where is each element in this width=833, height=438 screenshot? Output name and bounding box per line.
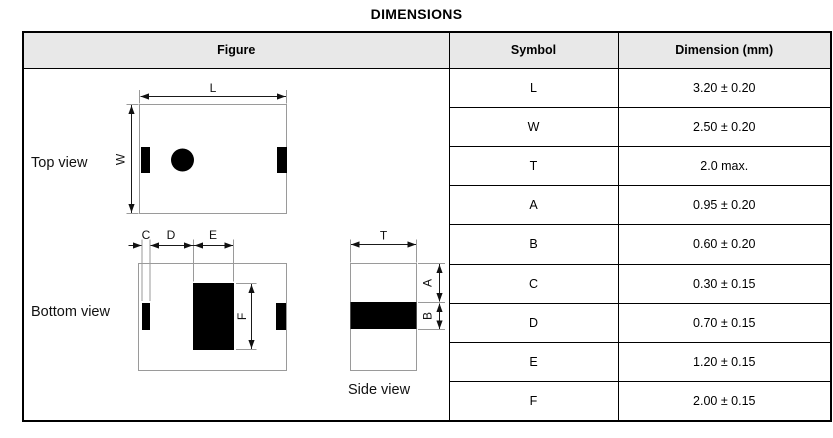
table-row: E 1.20 ± 0.15: [23, 342, 832, 383]
symbol-cell: B: [448, 224, 619, 265]
table-row: D 0.70 ± 0.15: [23, 302, 832, 344]
dimension-cell: 0.70 ± 0.15: [617, 302, 832, 344]
dim-label-t: T: [380, 229, 388, 243]
dim-label-b: B: [421, 312, 435, 320]
table-row: B 0.60 ± 0.20: [23, 224, 832, 265]
dimension-cell: 0.60 ± 0.20: [617, 224, 832, 265]
bottom-view-center-pad: [193, 283, 234, 350]
symbol-cell: L: [448, 67, 619, 108]
dim-label-d: D: [167, 228, 176, 242]
table-row: T 2.0 max.: [23, 145, 832, 187]
side-view-terminal-band: [350, 302, 417, 329]
dim-label-e: E: [209, 228, 217, 242]
table-row: A 0.95 ± 0.20: [23, 185, 832, 226]
dimension-cell: 1.20 ± 0.15: [617, 342, 832, 383]
symbol-column-header: Symbol: [448, 31, 619, 69]
side-view-drawing: T A B Side view: [348, 229, 445, 398]
top-view-polarity-dot: [171, 148, 194, 172]
top-view-body: [139, 104, 287, 214]
header-row: Figure Symbol Dimension (mm): [22, 31, 832, 69]
dimension-cell: 3.20 ± 0.20: [617, 67, 832, 108]
top-view-right-terminal: [277, 147, 287, 173]
top-view-drawing: L W Top view: [31, 81, 287, 214]
page-title: DIMENSIONS: [370, 6, 463, 22]
table-row: C 0.30 ± 0.15: [23, 263, 832, 304]
side-view-label: Side view: [348, 382, 411, 398]
package-dimensions-figure: L W Top view C D E: [31, 81, 445, 398]
symbol-cell: E: [448, 342, 619, 383]
table-row: F 2.00 ± 0.15: [23, 381, 832, 422]
dim-label-f: F: [235, 313, 249, 320]
symbol-cell: W: [448, 106, 619, 147]
dim-label-l: L: [210, 81, 217, 95]
dim-label-w: W: [114, 153, 128, 165]
symbol-cell: C: [448, 263, 619, 304]
bottom-view-drawing: C D E F Bottom view: [31, 228, 287, 371]
dimension-cell: 0.30 ± 0.15: [617, 263, 832, 304]
dim-label-a: A: [421, 279, 435, 287]
top-view-label: Top view: [31, 155, 88, 171]
dimension-cell: 2.50 ± 0.20: [617, 106, 832, 147]
symbol-cell: D: [448, 302, 619, 344]
figure-column-header: Figure: [22, 31, 450, 69]
dimension-column-header: Dimension (mm): [617, 31, 832, 69]
bottom-view-label: Bottom view: [31, 304, 110, 320]
dimension-cell: 0.95 ± 0.20: [617, 185, 832, 226]
dim-label-c: C: [142, 228, 151, 242]
dimension-cell: 2.0 max.: [617, 145, 832, 187]
bottom-view-right-terminal: [276, 303, 286, 330]
symbol-cell: T: [448, 145, 619, 187]
symbol-cell: A: [448, 185, 619, 226]
top-view-left-terminal: [141, 147, 150, 173]
table-row: W 2.50 ± 0.20: [23, 106, 832, 147]
symbol-cell: F: [448, 381, 619, 422]
bottom-view-left-terminal: [142, 303, 150, 330]
dimension-cell: 2.00 ± 0.15: [617, 381, 832, 422]
